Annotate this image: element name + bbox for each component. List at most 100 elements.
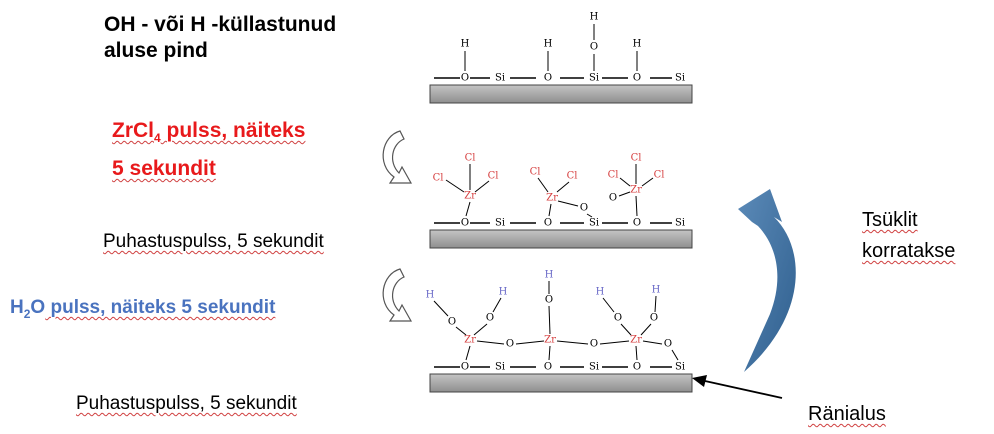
atom-oxygen: O [614,313,622,324]
h2o-pulse-text: pulss, näiteks 5 sekundit [45,297,276,318]
bond [548,305,551,335]
atom-hydrogen: H [499,287,508,298]
atom-oxygen: O [590,42,598,53]
bond [515,340,545,345]
atom-oxygen: O [650,313,658,324]
bond [642,340,663,345]
atom-oxygen: O [664,339,672,350]
pointer-arrow-icon [692,375,783,399]
atom-zirconium: Zr [630,335,642,346]
atom-oxygen: O [633,362,641,373]
atom-silicon: Si [495,73,505,84]
atom-oxygen: O [448,317,456,328]
atom-silicon: Si [495,362,505,373]
atom-oxygen: O [633,73,641,84]
atom-hydrogen: H [590,12,599,23]
substrate-label: Ränialus [808,402,886,427]
step-label-surface-line2: aluse pind [104,39,208,63]
substrate-slab-1 [429,84,693,104]
cycle-label-line2: korratakse [862,240,956,262]
atom-oxygen: O [544,73,552,84]
atom-chlorine: Cl [631,153,642,164]
bond [433,300,449,317]
atom-oxygen: O [544,218,552,229]
atom-hydrogen: H [544,39,553,50]
bond [557,200,579,207]
atom-silicon: Si [589,362,599,373]
atom-hydrogen: H [596,287,605,298]
bond [654,295,657,313]
atom-zirconium: Zr [464,191,476,202]
bond [474,180,490,193]
atom-oxygen: O [609,193,617,204]
atom-chlorine: Cl [465,153,476,164]
substrate-slab-3 [429,373,693,393]
h2o-formula-o: O [30,297,46,318]
atom-hydrogen: H [633,39,642,50]
bond [537,177,549,193]
purge-1-text: Puhastuspulss, 5 sekundit [103,231,324,252]
bond [618,191,631,197]
bond [635,345,638,361]
atom-oxygen: O [545,295,553,306]
atom-zirconium: Zr [464,335,476,346]
purge-2-text: Puhastuspulss, 5 sekundit [76,393,297,414]
h2o-formula: H2O [10,297,46,321]
bond [556,181,570,193]
bond [445,179,465,193]
atom-hydrogen: H [461,39,470,50]
cycle-arrow-icon [738,189,796,372]
bond [556,340,589,345]
bond [455,326,467,336]
atom-silicon: Si [495,218,505,229]
atom-oxygen: O [461,218,469,229]
step-label-purge-2: Puhastuspulss, 5 sekundit [76,392,297,416]
atom-chlorine: Cl [654,170,665,181]
bond [619,177,631,187]
bond [465,201,471,217]
bond [671,349,679,361]
atom-chlorine: Cl [433,173,444,184]
zrcl4-formula-subscript: 4 [154,131,161,146]
bond [641,177,654,187]
atom-hydrogen: H [545,270,554,281]
atom-silicon: Si [589,73,599,84]
bond [548,345,551,361]
atom-silicon: Si [589,218,599,229]
atom-silicon: Si [675,73,685,84]
cycle-label: Tsüklit korratakse [862,205,955,267]
zrcl4-pulse-text: pulss, näiteks [160,119,306,142]
atom-oxygen: O [461,73,469,84]
atom-chlorine: Cl [488,171,499,182]
bond [465,345,471,361]
step-label-h2o-pulse: H2O pulss, näiteks 5 sekundit [10,296,275,322]
cycle-label-line1: Tsüklit [862,209,918,231]
zrcl4-pulse-line1: ZrCl4 pulss, näiteks [112,118,305,146]
h2o-formula-subscript: 2 [23,306,31,321]
atom-oxygen: O [580,203,588,214]
zrcl4-formula: ZrCl [112,119,154,142]
atom-oxygen: O [506,339,514,350]
atom-oxygen: O [461,362,469,373]
atom-chlorine: Cl [530,167,541,178]
atom-hydrogen: H [652,285,661,296]
atom-chlorine: Cl [567,171,578,182]
bond [586,213,593,218]
bond [620,323,632,336]
atom-silicon: Si [675,218,685,229]
curved-arrow-icon [382,268,413,322]
substrate-slab-2 [429,229,693,249]
atom-chlorine: Cl [608,170,619,181]
bond [473,323,488,336]
step-label-purge-1: Puhastuspulss, 5 sekundit [103,230,324,254]
atom-zirconium: Zr [630,185,642,196]
bond [602,297,615,313]
step-label-surface: OH - või H -küllastunud aluse pind [104,12,336,65]
bond [476,340,505,345]
atom-oxygen: O [590,339,598,350]
bond [599,340,630,345]
atom-zirconium: Zr [546,193,558,204]
step-label-zrcl4-pulse: ZrCl4 pulss, näiteks 5 sekundit [112,118,305,182]
